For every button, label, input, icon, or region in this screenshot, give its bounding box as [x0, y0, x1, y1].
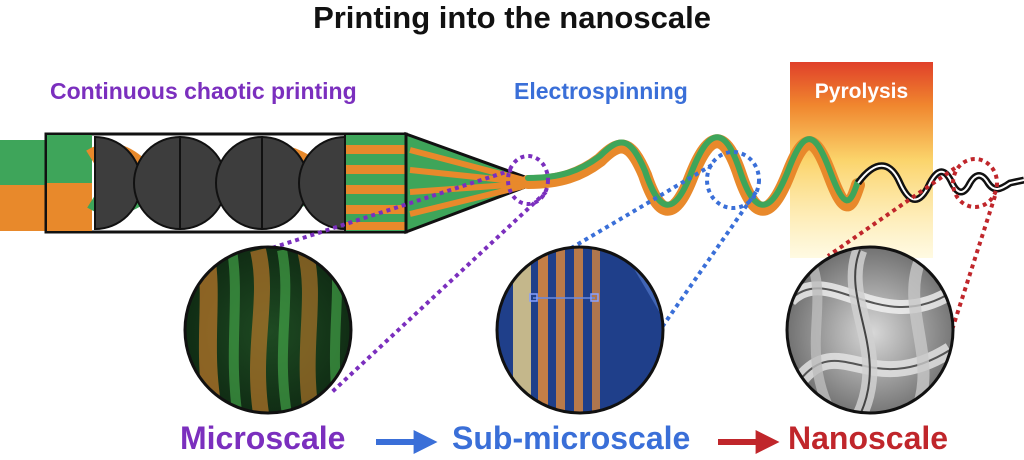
scale-label-sub-micro: Sub-microscale [452, 420, 691, 456]
zoom-marker-submicro [705, 150, 761, 210]
stage-label-electrospinning: Electrospinning [514, 78, 688, 104]
zoom-marker-nano [951, 157, 999, 209]
carbon-fiber [855, 162, 1024, 203]
stage-label-pyrolysis: Pyrolysis [814, 80, 909, 103]
stage-label-chaotic-printing: Continuous chaotic printing [50, 78, 357, 104]
diagram-title: Printing into the nanoscale [313, 0, 711, 35]
pyrolysis-zone [790, 62, 933, 258]
electrospun-fiber [521, 134, 865, 216]
mixer-element [215, 135, 263, 231]
mixer-element [133, 135, 181, 231]
scale-label-nano: Nanoscale [788, 420, 949, 456]
chaotic-mixer [44, 132, 412, 234]
scale-label-micro: Microscale [180, 420, 346, 456]
mixer-element [298, 135, 346, 231]
zoom-marker-micro [506, 154, 550, 206]
micrograph-nanoscale [785, 245, 955, 415]
micrograph-submicroscale [495, 245, 665, 415]
inlet-tube [0, 140, 46, 231]
leader-lines [271, 163, 997, 394]
micrograph-microscale [183, 245, 353, 415]
